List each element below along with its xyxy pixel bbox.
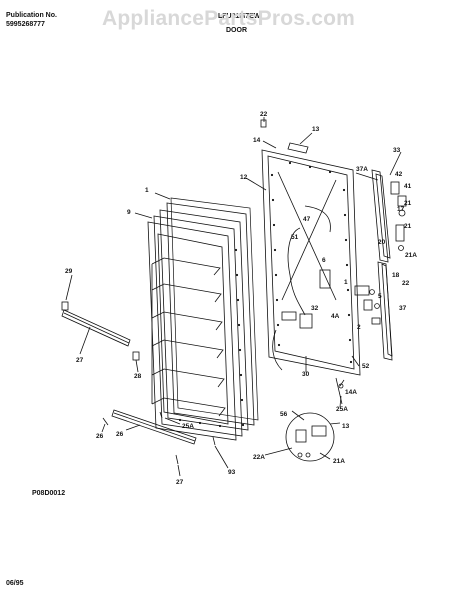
callout-32: 30 xyxy=(302,371,310,378)
callout-33: 32 xyxy=(311,305,319,312)
callout-42: 42 xyxy=(395,171,403,178)
drawing-code: P08D0012 xyxy=(32,490,66,497)
callout-18: 20 xyxy=(378,239,386,246)
callout-37: 33 xyxy=(393,147,401,154)
model-number: LFU21M7EW xyxy=(218,13,261,20)
callout-22: 22 xyxy=(260,111,268,118)
callout-2: 2 xyxy=(357,324,361,331)
callout-22a: 22A xyxy=(253,454,265,461)
callout-26: 26 xyxy=(116,431,124,438)
callout-21a-bottom: 21A xyxy=(333,458,345,465)
callout-39: 37A xyxy=(356,166,368,173)
watermark: AppliancePartsPros.com xyxy=(102,7,355,30)
callout-59: 56 xyxy=(280,411,288,418)
callout-14a: 14A xyxy=(345,389,357,396)
section-title: DOOR xyxy=(226,27,247,34)
callout-41: 41 xyxy=(404,183,412,190)
callout-13: 13 xyxy=(342,423,350,430)
callout-6: 6 xyxy=(322,257,326,264)
callout-29: 28 xyxy=(134,373,142,380)
callout-21b: 22 xyxy=(402,280,410,287)
callout-51: 51 xyxy=(291,234,299,241)
callout-12: 13 xyxy=(312,126,320,133)
callout-93: 93 xyxy=(228,469,236,476)
callout-47: 47 xyxy=(303,216,311,223)
callout-1: 1 xyxy=(145,187,149,194)
callout-52: 52 xyxy=(362,363,370,370)
callout-21a: 21 xyxy=(404,223,412,230)
publication-label: Publication No. xyxy=(6,12,57,19)
publication-number: 5995268777 xyxy=(6,21,45,28)
callout-17b: 18 xyxy=(392,272,400,279)
callout-5: 5 xyxy=(378,293,382,300)
callout-28: 27 xyxy=(76,357,84,364)
callout-37a: 37 xyxy=(399,305,407,312)
callout-20: 21A xyxy=(405,252,417,259)
callout-25a-right: 25A xyxy=(336,406,348,413)
callout-17a: 17 xyxy=(397,206,405,213)
callout-27a: 26 xyxy=(96,433,104,440)
callout-30: 29 xyxy=(65,268,73,275)
callout-11: 12 xyxy=(240,174,248,181)
callout-1b: 1 xyxy=(344,279,348,286)
callout-9: 9 xyxy=(127,209,131,216)
callout-25a-left: 25A xyxy=(182,423,194,430)
callout-14: 14 xyxy=(253,137,261,144)
revision-date: 06/95 xyxy=(6,580,24,587)
callout-27b: 27 xyxy=(176,479,184,486)
callout-4a: 4A xyxy=(331,313,340,320)
callout-19: 21 xyxy=(404,200,412,207)
